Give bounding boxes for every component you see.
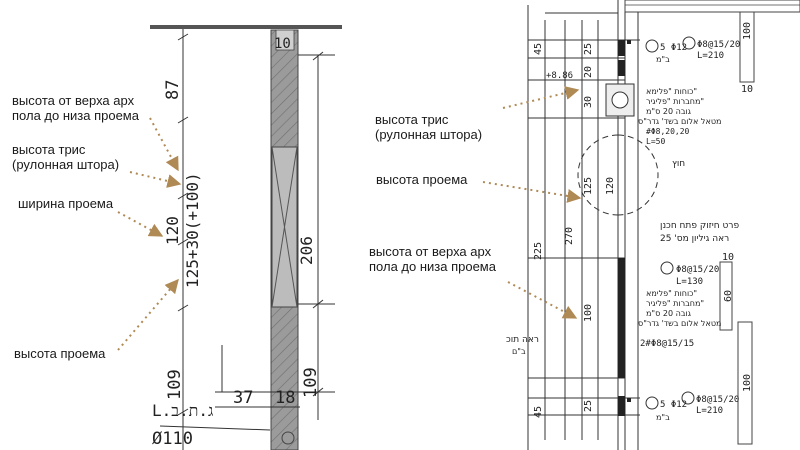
note2-line2: מחברות "פליגיר" bbox=[646, 299, 704, 308]
annotation-sill-height-line2: пола до низа проема bbox=[12, 108, 139, 123]
dim-100-bottom-right: 100 bbox=[742, 374, 753, 392]
dim-37: 37 bbox=[233, 388, 253, 408]
dim-120: 120 bbox=[605, 177, 616, 195]
note1-line3: גובה 20 ס"מ bbox=[646, 107, 692, 116]
rebar-bottom-d: ב"מ bbox=[656, 413, 670, 422]
note1-line6: L=50 bbox=[646, 137, 665, 146]
dim-45-top: 45 bbox=[533, 43, 544, 55]
annotation-arrows-left bbox=[117, 117, 182, 351]
annotation-opening-width: ширина проема bbox=[18, 196, 114, 211]
note2-line4: מטאל אלום בשד' גדר"ס bbox=[638, 319, 721, 328]
dim-25-top: 25 bbox=[583, 43, 594, 55]
dim-109-left: 109 bbox=[165, 369, 185, 400]
annotation-arrows-right bbox=[482, 86, 582, 319]
annotation-shutter-height: высота трис (рулонная штора) bbox=[12, 142, 119, 172]
top-slab bbox=[624, 0, 800, 13]
dim-20: 20 bbox=[583, 66, 594, 78]
frame-diagonal bbox=[271, 146, 298, 308]
rebar-top-d: ב"מ bbox=[656, 55, 670, 64]
top-cap bbox=[275, 29, 295, 51]
frame-note-line1: פרט חיזוק פתח חכנן bbox=[660, 221, 739, 231]
dim-100: 100 bbox=[583, 304, 594, 322]
dim-10: 10 bbox=[274, 36, 291, 52]
dim-109-right: 109 bbox=[301, 367, 321, 398]
annotation-shutter-height-right-line1: высота трис bbox=[375, 112, 449, 127]
annotation-opening-height: высота проема bbox=[14, 346, 106, 361]
rebar-bottom-c: L=210 bbox=[696, 406, 723, 416]
rebar-top-b: Φ8@15/20 bbox=[697, 40, 740, 50]
rebar-top-a: 5 Φ12 bbox=[660, 43, 687, 53]
annotation-sill-height-line1: высота от верха арх bbox=[12, 93, 135, 108]
rebar-top-c: L=210 bbox=[697, 51, 724, 61]
rebar-strips bbox=[618, 40, 631, 416]
dim-125-30-100: 125+30(+100) bbox=[183, 172, 202, 288]
box-60 bbox=[719, 261, 733, 331]
annotation-sill-height-right-line2: пола до низа проема bbox=[369, 259, 496, 274]
dim-120: 120 bbox=[163, 216, 182, 245]
annotation-shutter-height-line1: высота трис bbox=[12, 142, 86, 157]
dim-270: 270 bbox=[564, 227, 575, 245]
frame-note-line2: ראה גיליון מס' 25 bbox=[660, 234, 729, 244]
shutter-roll bbox=[611, 91, 629, 109]
rebar-low: 2#Φ8@15/15 bbox=[640, 339, 694, 349]
dim-60: 60 bbox=[723, 290, 734, 302]
left-section-view: 87 120 125+30(+100) 206 10 109 109 37 18… bbox=[117, 25, 342, 450]
rebar-mid-b: L=130 bbox=[676, 277, 703, 287]
rebar-bottom-b: Φ8@15/20 bbox=[696, 395, 739, 405]
outside-label: חוץ bbox=[672, 159, 685, 169]
slab-top-line bbox=[150, 25, 342, 29]
note1-line2: מחברות "פליגיר" bbox=[646, 97, 704, 106]
rebar-mid-a: Φ8@15/20 bbox=[676, 265, 719, 275]
dim-206: 206 bbox=[297, 236, 316, 265]
diameter-label: Ø110 bbox=[152, 429, 193, 449]
note2-line1: כוחות "פלימא" bbox=[646, 289, 697, 298]
dim-125: 125 bbox=[583, 177, 594, 195]
annotation-sill-height: высота от верха арх пола до низа проема bbox=[12, 93, 139, 123]
dim-100-top-right: 100 bbox=[742, 22, 753, 40]
see-floor-label-2: ב"ם bbox=[512, 347, 526, 356]
dim-30: 30 bbox=[583, 96, 594, 108]
annotation-shutter-height-right: высота трис (рулонная штора) bbox=[375, 112, 482, 142]
dim-87: 87 bbox=[163, 80, 183, 100]
level-tag: L.ג.ת.ב bbox=[152, 401, 213, 420]
bottom-node bbox=[281, 431, 295, 445]
dim-225: 225 bbox=[533, 242, 544, 260]
dim-45-bottom: 45 bbox=[533, 406, 544, 418]
leader-line bbox=[159, 425, 271, 431]
annotation-shutter-height-line2: (рулонная штора) bbox=[12, 157, 120, 172]
right-section-view: 45 25 20 30 125 120 270 225 100 25 45 10… bbox=[482, 0, 800, 450]
box-100-top bbox=[739, 11, 755, 83]
annotation-opening-height-right: высота проема bbox=[376, 172, 468, 187]
dim-25-bottom: 25 bbox=[583, 400, 594, 412]
level-8-86: +8.86 bbox=[546, 71, 573, 81]
annotation-sill-height-right-line1: высота от верха арх bbox=[369, 244, 492, 259]
dim-10-mid: 10 bbox=[722, 252, 734, 263]
note1-line4: מטאל אלום בשד' גדר"ס bbox=[638, 117, 721, 126]
see-floor-label: ראה תוכ bbox=[506, 335, 539, 345]
annotation-shutter-height-right-line2: (рулонная штора) bbox=[375, 127, 483, 142]
note1-line5: #Φ8,20,20 bbox=[646, 127, 690, 136]
annotation-sill-height-right: высота от верха арх пола до низа проема bbox=[369, 244, 496, 274]
rebar-bottom-a: 5 Φ12 bbox=[660, 400, 687, 410]
opening-swing-arc bbox=[617, 134, 659, 216]
dim-18: 18 bbox=[275, 388, 295, 408]
note1-line1: כוחות "פלימא" bbox=[646, 87, 697, 96]
dim-10-top-right: 10 bbox=[741, 84, 753, 95]
box-100-bottom bbox=[737, 321, 753, 445]
dimension-ticks bbox=[177, 33, 189, 416]
note2-line3: גובה 20 ס"מ bbox=[646, 309, 692, 318]
